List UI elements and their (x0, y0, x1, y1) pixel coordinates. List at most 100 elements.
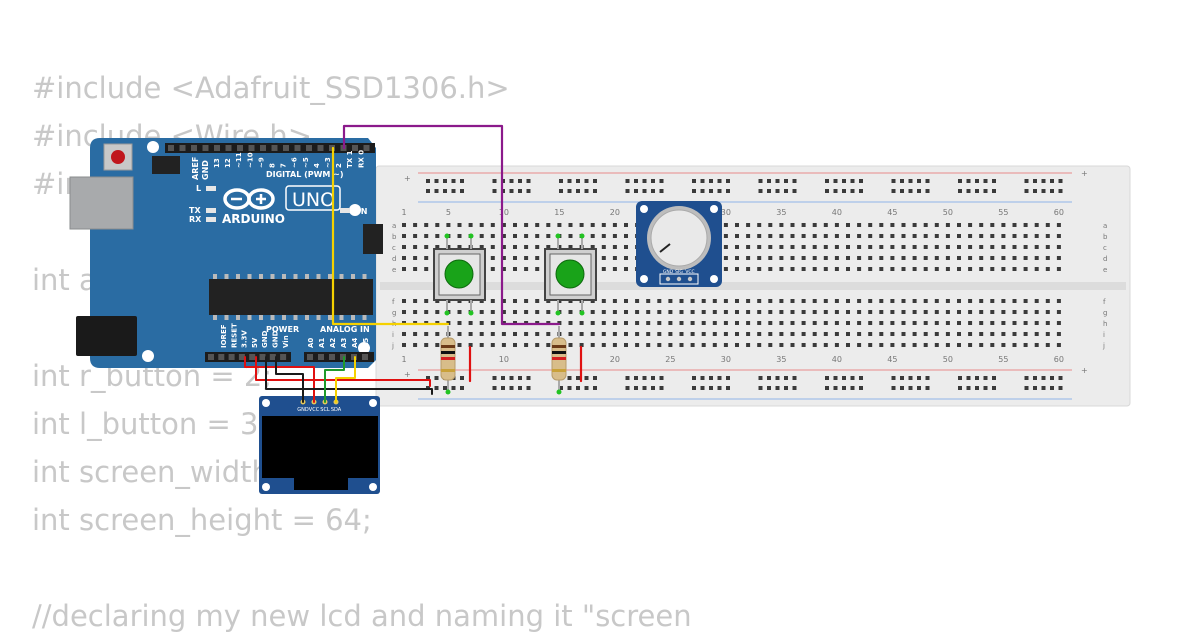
rail-hole (758, 386, 763, 390)
breadboard-hole (1045, 332, 1050, 336)
oled-mount-hole-br (369, 483, 377, 491)
breadboard-hole (923, 267, 928, 271)
breadboard-hole (668, 343, 673, 347)
chip-pin (236, 315, 240, 320)
breadboard-hole (612, 245, 617, 249)
breadboard-hole (568, 223, 573, 227)
breadboard-hole (612, 332, 617, 336)
analog-pin-label: A2 (329, 338, 337, 348)
breadboard-hole (657, 299, 662, 303)
analog-pin-label: A1 (318, 338, 326, 348)
breadboard-hole (1056, 310, 1061, 314)
breadboard-hole (524, 343, 529, 347)
rail-hole (1024, 179, 1029, 183)
push-button-right[interactable] (433, 236, 486, 313)
breadboard-hole (657, 310, 662, 314)
rail-hole (717, 376, 722, 380)
breadboard-hole (446, 223, 451, 227)
breadboard-hole (857, 321, 862, 325)
oled-mount-hole-bl (262, 483, 270, 491)
breadboard-hole (490, 223, 495, 227)
header-pin (307, 354, 313, 360)
rail-hole (460, 179, 464, 183)
breadboard-hole (879, 299, 884, 303)
breadboard-hole (413, 234, 418, 238)
header-pin (248, 145, 255, 151)
reset-button[interactable] (111, 150, 125, 164)
breadboard-hole (457, 310, 462, 314)
breadboard-hole (857, 245, 862, 249)
rail-hole (775, 179, 780, 183)
pot-pin (687, 276, 693, 282)
rail-hole (842, 376, 846, 380)
button-right-cap[interactable] (444, 259, 474, 289)
connection-dot (579, 310, 585, 316)
breadboard-hole (712, 299, 717, 303)
rail-hole (925, 376, 930, 380)
connection-dot (468, 233, 474, 239)
breadboard-hole (968, 245, 973, 249)
breadboard-hole (990, 256, 995, 260)
breadboard-hole (657, 332, 662, 336)
digital-pin-label: 12 (224, 158, 232, 168)
resistor-left-band3 (552, 357, 566, 360)
chip-pin (351, 274, 355, 279)
breadboard-hole (735, 299, 739, 303)
digital-pin-label: ~6 (291, 157, 299, 168)
rail-hole (1041, 179, 1046, 183)
breadboard-hole (1034, 267, 1039, 271)
breadboard-hole (768, 256, 773, 260)
breadboard-hole (1012, 310, 1017, 314)
breadboard-hole (879, 234, 884, 238)
rail-hole (692, 386, 696, 390)
arduino-brand: ARDUINO (222, 212, 285, 226)
breadboard-hole (912, 332, 917, 336)
breadboard-hole (723, 332, 728, 336)
rail-hole (625, 386, 630, 390)
breadboard-hole (1034, 310, 1039, 314)
power-pin-label: 5V (251, 337, 259, 348)
breadboard-hole (801, 267, 806, 271)
breadboard-hole (568, 234, 573, 238)
breadboard-hole (513, 267, 517, 271)
breadboard-hole (990, 245, 995, 249)
analog-pin-label: A5 (362, 338, 370, 348)
breadboard-hole (1056, 245, 1061, 249)
rail-hole (634, 386, 638, 390)
rail-hole (1033, 179, 1037, 183)
breadboard-hole (790, 256, 795, 260)
rail-hole (1041, 386, 1046, 390)
breadboard-hole (790, 321, 795, 325)
breadboard-hole (868, 223, 873, 227)
breadboard-hole (857, 256, 862, 260)
rail-hole (1050, 386, 1054, 390)
header-pin (208, 354, 214, 360)
button-left-cap[interactable] (555, 259, 585, 289)
chip-pin (293, 315, 298, 320)
breadboard-hole (945, 234, 950, 238)
rail-hole (917, 189, 921, 193)
rail-hole (850, 376, 855, 380)
breadboard-hole (1023, 299, 1028, 303)
rail-hole (509, 179, 514, 183)
header-pin (306, 145, 312, 151)
digital-pin-label: TX 1 (346, 150, 354, 168)
pot-knob[interactable] (650, 209, 708, 267)
breadboard-hole (823, 267, 828, 271)
rail-hole (900, 189, 904, 193)
breadboard-hole (923, 299, 928, 303)
rail-hole (509, 189, 514, 193)
breadboard-hole (868, 343, 873, 347)
digital-pin-label: 2 (335, 163, 343, 168)
pot-pin (676, 276, 682, 282)
breadboard-hole (779, 245, 784, 249)
breadboard-hole (790, 299, 795, 303)
breadboard-hole (590, 234, 595, 238)
rail-hole (859, 189, 863, 193)
breadboard-hole (957, 267, 961, 271)
breadboard-hole (968, 256, 973, 260)
push-button-left[interactable] (544, 236, 597, 313)
